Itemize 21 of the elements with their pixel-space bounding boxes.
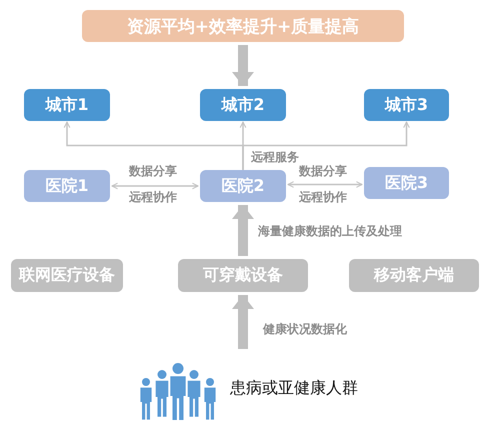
- arrow: [242, 121, 410, 170]
- edge-label: 数据分享: [297, 164, 349, 178]
- device-box: 移动客户端: [349, 259, 479, 292]
- annotation: 远程协作: [297, 190, 349, 204]
- city-box: 城市2: [200, 89, 286, 121]
- device-box: 可穿戴设备: [178, 259, 308, 292]
- edge-label: 健康状况数据化: [261, 322, 349, 336]
- hospital-box: 医院2: [200, 170, 286, 202]
- device-box: 联网医疗设备: [11, 259, 123, 292]
- arrow: [111, 182, 199, 190]
- hospital-box: 医院1: [24, 170, 110, 202]
- goal-box: 资源平均+效率提升+质量提高: [82, 10, 404, 42]
- edge-label: 数据分享: [127, 164, 179, 178]
- edge-label: 远程服务: [249, 150, 301, 164]
- arrow: [287, 181, 363, 188]
- city-box: 城市1: [24, 89, 110, 121]
- group-label: 患病或亚健康人群: [230, 378, 358, 399]
- edge-label: 海量健康数据的上传及处理: [256, 224, 404, 238]
- city-box: 城市3: [364, 89, 449, 121]
- annotation: 远程协作: [127, 190, 179, 204]
- hospital-box: 医院3: [364, 167, 449, 199]
